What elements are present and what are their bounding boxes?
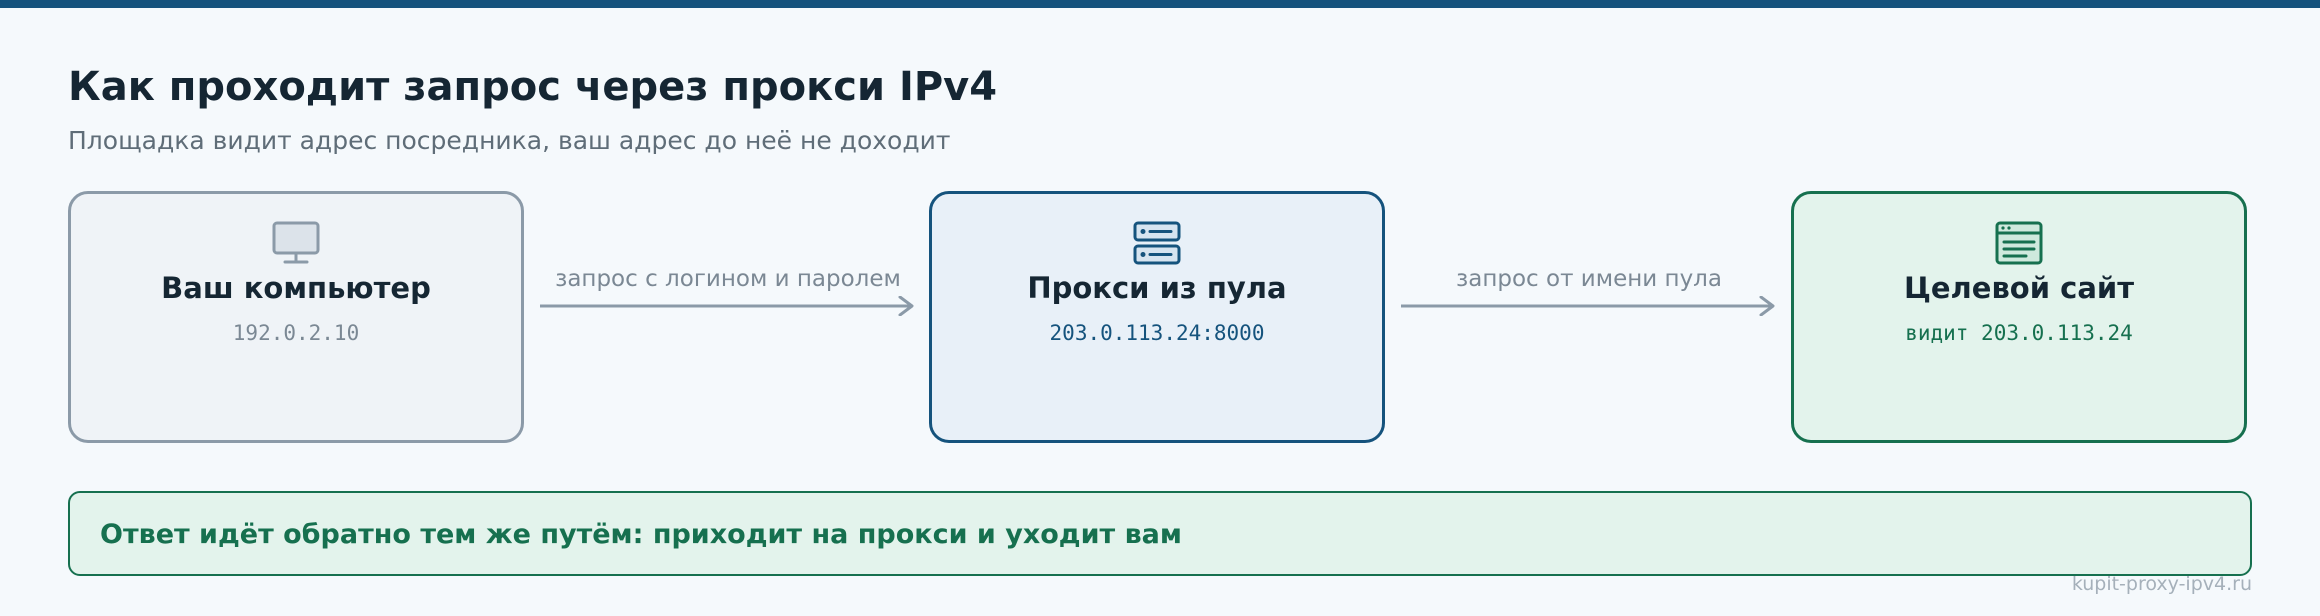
response-note: Ответ идёт обратно тем же путём: приходи… bbox=[68, 491, 2252, 576]
edge-client-to-proxy-label: запрос с логином и паролем bbox=[555, 266, 901, 292]
response-note-text: Ответ идёт обратно тем же путём: приходи… bbox=[100, 519, 1182, 550]
site-watermark: kupit-proxy-ipv4.ru bbox=[2071, 573, 2252, 595]
node-target: Целевой сайт видит 203.0.113.24 bbox=[1791, 191, 2247, 443]
node-target-label: Целевой сайт bbox=[1903, 271, 2135, 305]
arrow-right-icon bbox=[540, 296, 916, 316]
page-subtitle: Площадка видит адрес посредника, ваш адр… bbox=[68, 126, 951, 155]
node-target-address: видит 203.0.113.24 bbox=[1905, 321, 2133, 345]
top-accent-bar bbox=[0, 0, 2320, 8]
edge-client-to-proxy: запрос с логином и паролем bbox=[540, 266, 916, 316]
browser-window-icon bbox=[1994, 220, 2044, 266]
server-icon bbox=[1132, 220, 1182, 266]
edge-proxy-to-target: запрос от имени пула bbox=[1401, 266, 1777, 316]
node-client: Ваш компьютер 192.0.2.10 bbox=[68, 191, 524, 443]
node-proxy-label: Прокси из пула bbox=[1027, 271, 1287, 305]
arrow-right-icon bbox=[1401, 296, 1777, 316]
node-client-label: Ваш компьютер bbox=[161, 271, 431, 305]
edge-proxy-to-target-label: запрос от имени пула bbox=[1456, 266, 1722, 292]
node-client-address: 192.0.2.10 bbox=[232, 321, 360, 345]
node-proxy-address: 203.0.113.24:8000 bbox=[1049, 321, 1265, 345]
node-proxy: Прокси из пула 203.0.113.24:8000 bbox=[929, 191, 1385, 443]
page-title: Как проходит запрос через прокси IPv4 bbox=[68, 64, 998, 110]
monitor-icon bbox=[271, 220, 321, 266]
